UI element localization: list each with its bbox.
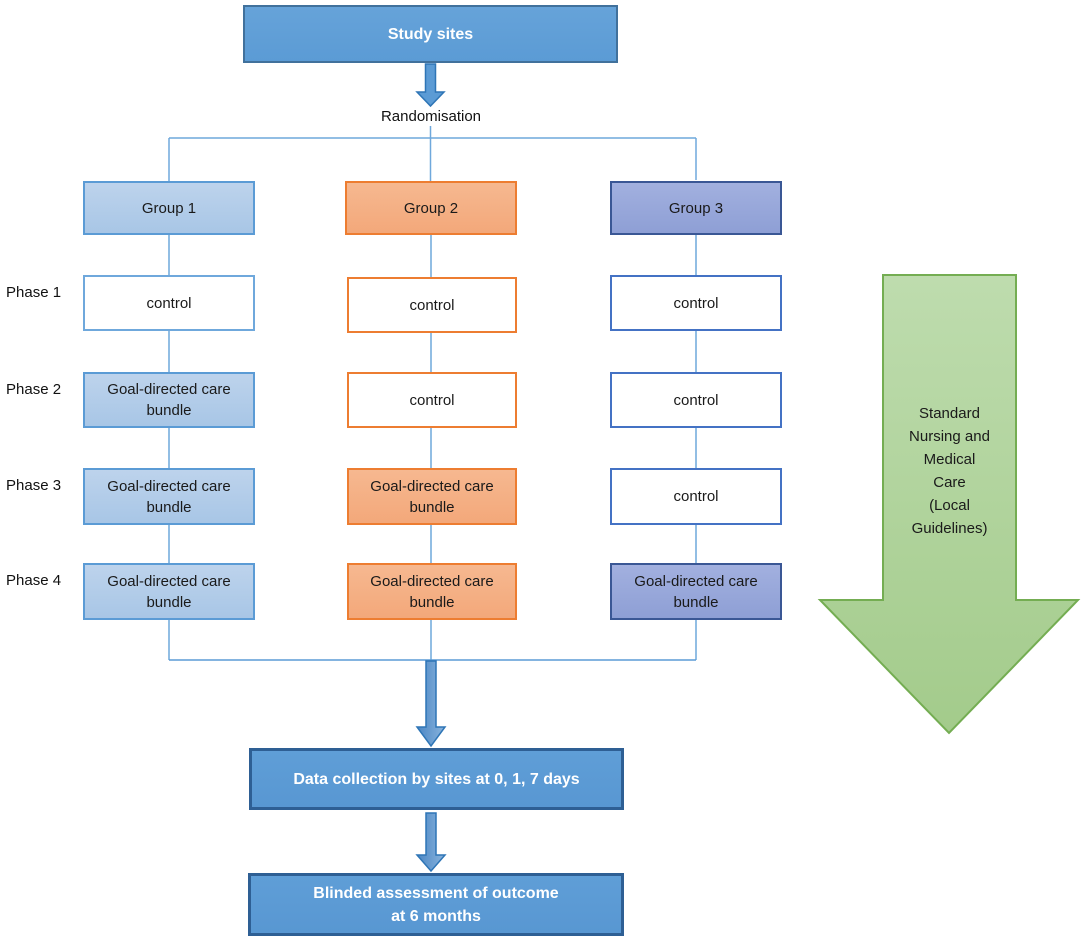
group-2-box: Group 2	[345, 181, 517, 235]
standard-care-line: Medical	[923, 451, 976, 468]
group-2-label: Group 2	[403, 199, 459, 217]
blinded-assessment-box: Blinded assessment of outcome at 6 month…	[248, 873, 624, 936]
study-sites-box: Study sites	[243, 5, 618, 63]
phase4-group3-cell: Goal-directed care bundle	[610, 563, 782, 620]
cell-label: control	[146, 294, 192, 312]
cell-label: control	[673, 488, 719, 505]
group-1-label: Group 1	[141, 199, 197, 217]
cell-label: control	[673, 391, 719, 409]
arrow-down-icon	[415, 63, 446, 108]
standard-care-arrow-icon	[817, 274, 1081, 735]
cell-label: control	[673, 294, 719, 312]
phase2-group3-cell: control	[610, 372, 782, 428]
cell-label: Goal-directed care bundle	[370, 572, 494, 611]
cell-label: Goal-directed care bundle	[107, 477, 231, 516]
phase-3-label: Phase 3	[6, 477, 62, 494]
standard-care-text: Standard Nursing and Medical Care (Local…	[883, 402, 1016, 540]
standard-care-line: Nursing and	[909, 428, 990, 445]
cell-label: Goal-directed care bundle	[634, 572, 758, 611]
phase1-group3-cell: control	[610, 275, 782, 331]
arrow-down-icon	[415, 660, 447, 748]
standard-care-line: (Local	[929, 497, 970, 514]
phase3-group1-cell: Goal-directed care bundle	[83, 468, 255, 525]
phase-4-label: Phase 4	[6, 572, 62, 589]
group-1-box: Group 1	[83, 181, 255, 235]
phase4-group1-cell: Goal-directed care bundle	[83, 563, 255, 620]
cell-label: control	[409, 391, 455, 409]
blinded-assessment-line1: Blinded assessment of outcome	[313, 884, 559, 902]
phase3-group2-cell: Goal-directed care bundle	[347, 468, 517, 525]
cell-label: Goal-directed care bundle	[370, 477, 494, 516]
cell-label: control	[409, 296, 455, 314]
data-collection-label: Data collection by sites at 0, 1, 7 days	[293, 770, 580, 788]
standard-care-line: Guidelines)	[911, 520, 988, 537]
phase-1-label: Phase 1	[6, 284, 62, 301]
phase1-group1-cell: control	[83, 275, 255, 331]
study-sites-label: Study sites	[387, 25, 474, 43]
phase4-group2-cell: Goal-directed care bundle	[347, 563, 517, 620]
group-3-box: Group 3	[610, 181, 782, 235]
phase3-group3-cell: control	[610, 468, 782, 525]
cell-label: Goal-directed care bundle	[107, 572, 231, 611]
arrow-down-icon	[415, 812, 447, 873]
group-3-label: Group 3	[668, 199, 724, 217]
standard-care-line: Standard	[919, 405, 980, 422]
phase2-group1-cell: Goal-directed care bundle	[83, 372, 255, 428]
phase2-group2-cell: control	[347, 372, 517, 428]
standard-care-line: Care	[933, 474, 966, 491]
data-collection-box: Data collection by sites at 0, 1, 7 days	[249, 748, 624, 810]
randomisation-label: Randomisation	[380, 108, 482, 125]
phase1-group2-cell: control	[347, 277, 517, 333]
blinded-assessment-line2: at 6 months	[391, 907, 481, 925]
phase-2-label: Phase 2	[6, 381, 62, 398]
cell-label: Goal-directed care bundle	[107, 381, 231, 419]
